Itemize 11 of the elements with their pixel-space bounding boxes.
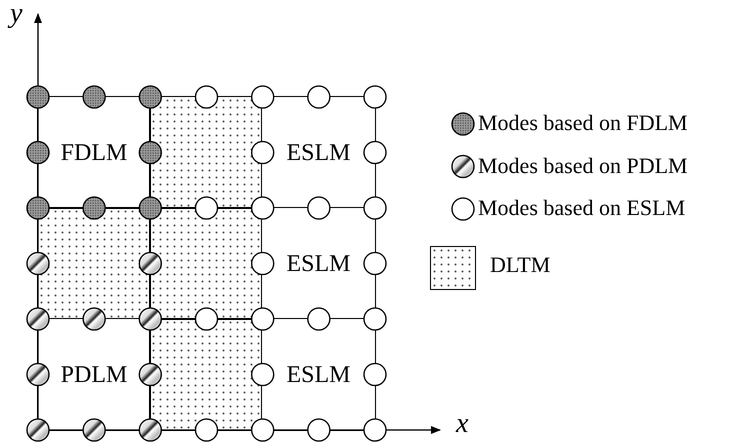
legend-label: Modes based on FDLM: [478, 112, 688, 134]
legend-label: Modes based on ESLM: [478, 197, 686, 219]
legend-label: DLTM: [490, 254, 550, 276]
axis-label: y: [10, 0, 22, 28]
region-label: ESLM: [286, 140, 350, 164]
legend-label: Modes based on PDLM: [478, 154, 688, 176]
region-label: FDLM: [60, 140, 128, 164]
region-label: PDLM: [60, 362, 128, 386]
region-label: ESLM: [286, 362, 350, 386]
axis-label: x: [456, 410, 468, 438]
region-label: ESLM: [286, 252, 350, 276]
